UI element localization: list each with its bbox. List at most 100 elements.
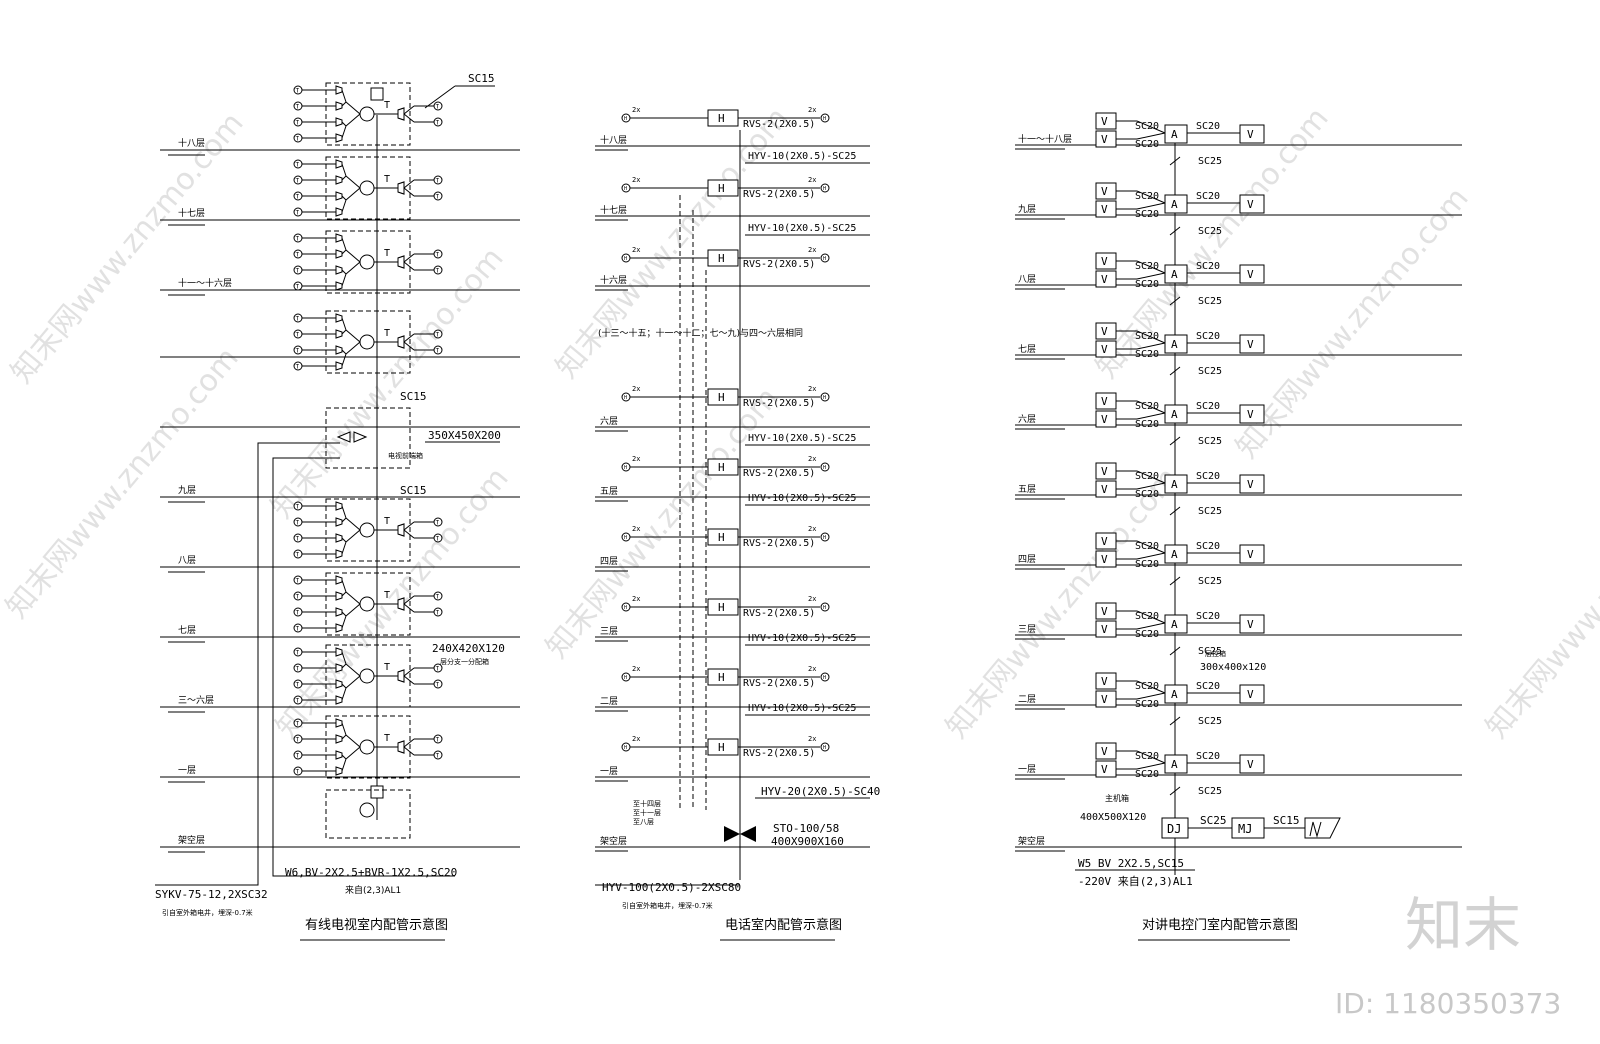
tap-icon — [335, 249, 343, 259]
tap-icon — [335, 175, 343, 185]
intercom-v-label: V — [1101, 605, 1108, 618]
wire — [341, 537, 347, 543]
phone-floor-label: 六层 — [600, 415, 618, 427]
tv-incoming: SYKV-75-12,2XSC32 — [155, 888, 268, 901]
tv-outlet-icon — [433, 517, 443, 527]
intercom-a-label: A — [1171, 268, 1178, 281]
intercom-a-label: A — [1171, 548, 1178, 561]
tv-outlet-letter: T — [296, 316, 300, 323]
intercom-sc20-label: SC20 — [1196, 331, 1220, 342]
intercom-sc25-label: SC25 — [1198, 786, 1222, 797]
intercom-sc20-label: SC20 — [1196, 751, 1220, 762]
phone-2x-label: 2x — [632, 525, 640, 533]
tv-outlet-letter: T — [296, 194, 300, 201]
tap-icon — [397, 523, 405, 537]
phone-incoming: HYV-100(2X0.5)-2XSC80 — [602, 881, 741, 894]
wire — [341, 722, 347, 736]
wire — [341, 175, 347, 181]
intercom-v-label: V — [1247, 198, 1254, 211]
phone-outlet-letter: H — [624, 256, 627, 262]
phone-2x-label: 2x — [808, 665, 816, 673]
phone-h-label: H — [718, 601, 725, 614]
intercom-a-label: A — [1171, 478, 1178, 491]
intercom-v-label: V — [1101, 745, 1108, 758]
tap-icon — [397, 335, 405, 349]
wire — [341, 541, 347, 555]
phone-2x-label: 2x — [632, 595, 640, 603]
wire — [403, 113, 415, 123]
tv-outlet-letter: T — [296, 120, 300, 127]
intercom-a-box — [1164, 474, 1188, 494]
wire — [403, 179, 415, 189]
wire — [345, 261, 361, 275]
wire — [1169, 716, 1181, 726]
intercom-v-box — [1239, 684, 1265, 704]
wire — [345, 113, 361, 127]
intercom-v-box — [1239, 754, 1265, 774]
tv-amplifier-box — [325, 572, 411, 636]
intercom-sc20-label: SC20 — [1135, 699, 1159, 710]
intercom-floor-label: 架空层 — [1018, 835, 1045, 847]
intercom-floor-label: 四层 — [1018, 554, 1036, 565]
intercom-v-label: V — [1247, 268, 1254, 281]
tv-outlet-letter: T — [436, 120, 440, 127]
tv-floor-label: 十八层 — [178, 137, 205, 149]
phone-hyv-label: HYV-10(2X0.5)-SC25 — [748, 223, 856, 234]
tv-box-size: 350X450X200 — [428, 429, 501, 442]
wire — [341, 317, 347, 331]
wire — [1136, 272, 1166, 280]
tv-outlet-letter: T — [296, 88, 300, 95]
wire — [345, 329, 361, 343]
tv-outlet-icon — [433, 345, 443, 355]
intercom-a-label: A — [1171, 198, 1178, 211]
wire — [403, 667, 415, 677]
phone-outlet-letter: H — [823, 675, 826, 681]
wire — [1136, 132, 1166, 140]
tap-icon — [335, 233, 343, 243]
tv-sc15-low: SC15 — [400, 484, 427, 497]
tap-icon — [335, 361, 343, 371]
phone-2x-label: 2x — [632, 176, 640, 184]
wire — [345, 591, 361, 605]
wire — [403, 521, 415, 531]
tv-box-name: 电视前端箱 — [388, 451, 423, 460]
phone-riser-label: 至十一层 — [633, 808, 661, 817]
intercom-sc15: SC15 — [1273, 814, 1300, 827]
tap-icon — [335, 766, 343, 776]
intercom-floor-label: 二层 — [1018, 694, 1036, 705]
wire — [1169, 436, 1181, 446]
intercom-v-label: V — [1101, 623, 1108, 636]
amp-icon — [353, 431, 368, 443]
phone-riser-label: 至八层 — [633, 818, 654, 826]
intercom-v-box — [1239, 614, 1265, 634]
tv-amplifier-box — [325, 310, 411, 374]
wire — [1136, 552, 1166, 560]
wire — [1169, 786, 1181, 796]
intercom-v-box — [1239, 404, 1265, 424]
tap-icon — [335, 591, 343, 601]
phone-floor-label: 一层 — [600, 766, 618, 777]
intercom-title: 对讲电控门室内配管示意图 — [1142, 917, 1298, 933]
intercom-a-label: A — [1171, 338, 1178, 351]
intercom-sc20-label: SC20 — [1135, 349, 1159, 360]
tv-outlet-icon — [433, 191, 443, 201]
intercom-v-box — [1239, 334, 1265, 354]
tv-amplifier-box — [325, 156, 411, 220]
tv-outlet-letter: T — [296, 552, 300, 559]
phone-rvs-label: RVS-2(2X0.5) — [743, 468, 815, 479]
tap-icon — [397, 597, 405, 611]
intercom-floor-label: 一层 — [1018, 764, 1036, 775]
phone-outlet-letter: H — [823, 535, 826, 541]
wire — [341, 101, 347, 107]
wire — [341, 734, 347, 740]
wire — [345, 341, 361, 355]
wire — [1136, 330, 1166, 344]
tap-icon — [335, 663, 343, 673]
tv-amplifier-box — [325, 715, 411, 779]
wire — [403, 529, 415, 539]
tv-outlet-letter: T — [296, 364, 300, 371]
intercom-a-box — [1164, 334, 1188, 354]
phone-rvs-label: RVS-2(2X0.5) — [743, 678, 815, 689]
tv-floor-label: 七层 — [178, 625, 196, 636]
intercom-feed2: -220V 来自(2,3)AL1 — [1078, 875, 1193, 888]
